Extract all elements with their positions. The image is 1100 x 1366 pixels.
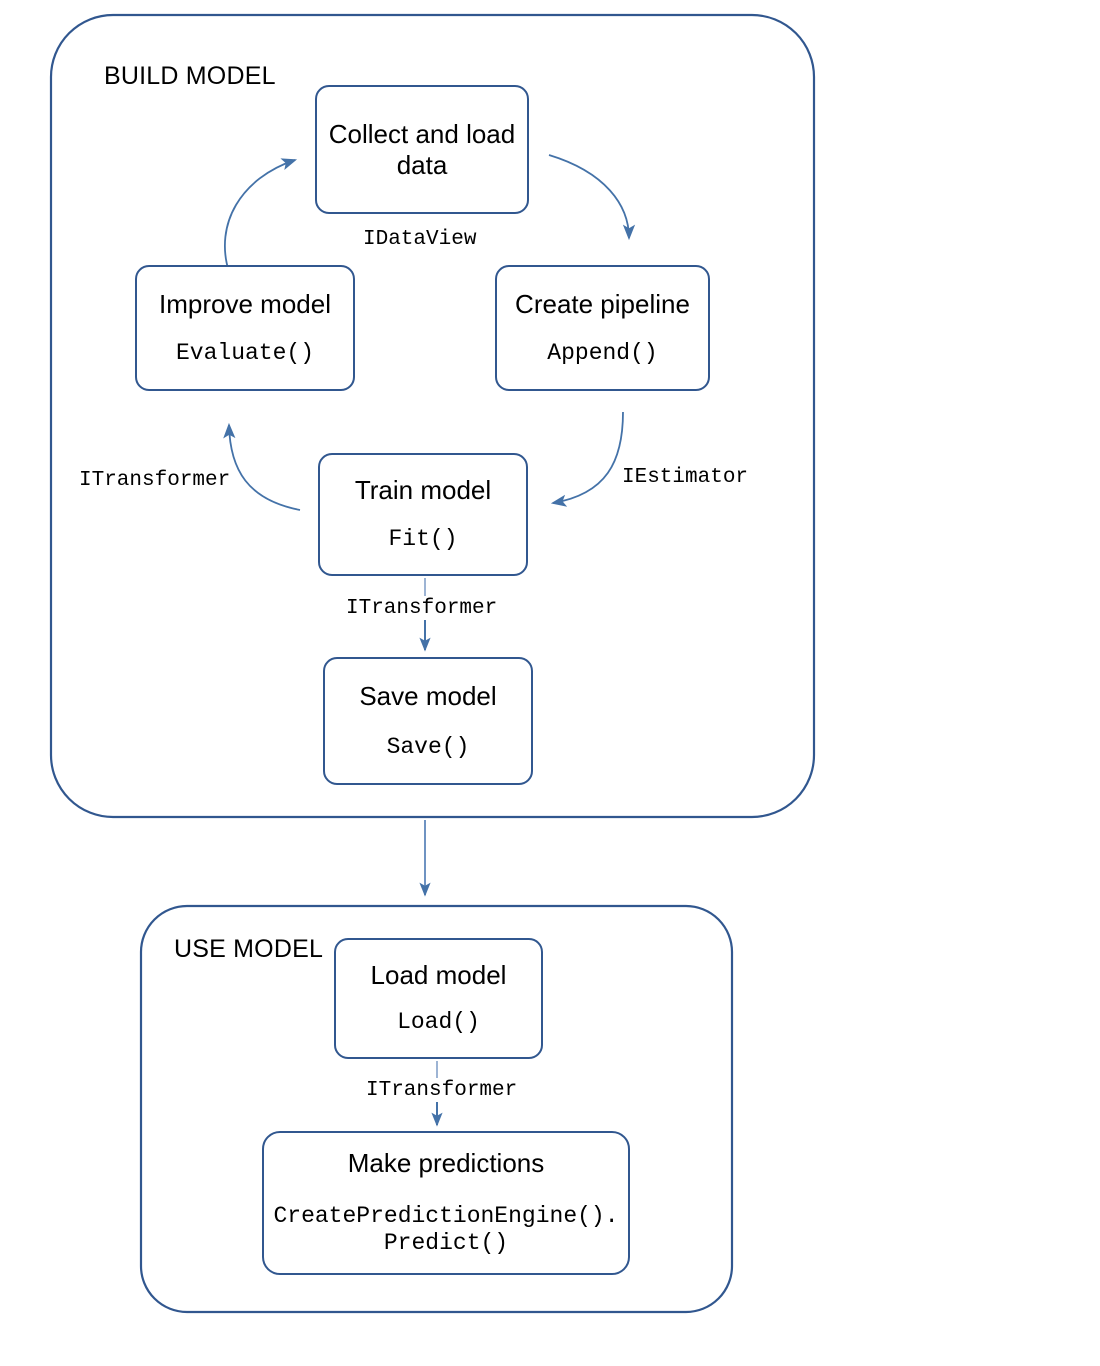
node-predict-api: CreatePredictionEngine(). Predict() — [273, 1202, 619, 1257]
node-train-model[interactable]: Train model Fit() — [318, 453, 528, 576]
use-model-container — [139, 904, 734, 1314]
build-model-container — [49, 13, 816, 819]
edge-train-to-improve — [223, 422, 301, 511]
node-improve-model[interactable]: Improve model Evaluate() — [135, 265, 355, 391]
node-save-model[interactable]: Save model Save() — [323, 657, 533, 785]
node-pipeline-api: Append() — [547, 339, 658, 366]
node-collect-and-load-data[interactable]: Collect and load data — [315, 85, 529, 214]
node-load-api: Load() — [397, 1009, 480, 1036]
edge-label-itransformer-predict: ITransformer — [366, 1079, 518, 1102]
build-model-label: BUILD MODEL — [104, 62, 276, 90]
node-make-predictions[interactable]: Make predictions CreatePredictionEngine(… — [262, 1131, 630, 1275]
node-save-title: Save model — [359, 680, 497, 711]
edge-label-iestimator: IEstimator — [622, 466, 749, 489]
edge-label-itransformer-save: ITransformer — [346, 597, 498, 620]
node-improve-api: Evaluate() — [175, 339, 315, 366]
node-create-pipeline[interactable]: Create pipeline Append() — [495, 265, 710, 391]
node-train-title: Train model — [354, 475, 492, 506]
node-predict-title: Make predictions — [347, 1148, 545, 1179]
edge-label-itransformer-improve: ITransformer — [79, 469, 231, 492]
edge-label-idataview: IDataView — [363, 228, 477, 251]
node-load-title: Load model — [370, 960, 507, 991]
node-save-api: Save() — [386, 733, 470, 760]
node-train-api: Fit() — [388, 526, 458, 553]
edge-pipeline-to-train — [550, 411, 624, 507]
node-pipeline-title: Create pipeline — [515, 288, 690, 319]
edge-collect-to-pipeline — [548, 154, 636, 241]
node-improve-title: Improve model — [159, 288, 331, 319]
edge-improve-to-collect — [224, 158, 298, 273]
use-model-label: USE MODEL — [174, 935, 324, 963]
node-collect-title: Collect and load data — [328, 118, 516, 180]
node-load-model[interactable]: Load model Load() — [334, 938, 543, 1059]
